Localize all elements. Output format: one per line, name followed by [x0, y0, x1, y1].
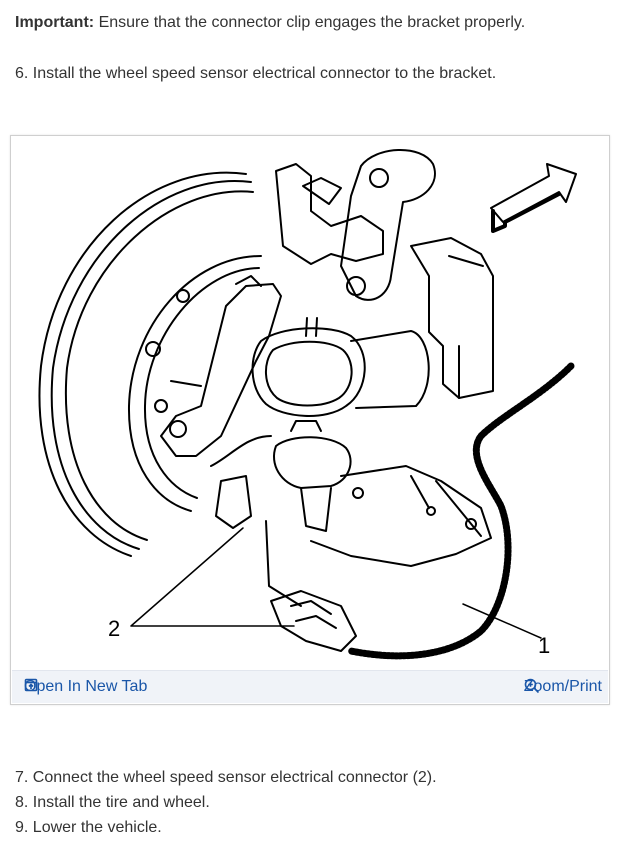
open-in-new-tab-link[interactable]: Open In New Tab — [24, 678, 147, 696]
brake-rotor — [38, 171, 247, 557]
zoom-icon — [524, 678, 539, 694]
zoom-print-link[interactable]: Zoom/Print — [524, 678, 602, 696]
callout-1-leader — [462, 603, 542, 639]
open-new-tab-icon — [24, 678, 38, 692]
open-in-new-tab-label: Open In New Tab — [24, 678, 148, 695]
axle-joint — [251, 327, 366, 417]
sensor-bracket — [215, 475, 252, 529]
wheel-hub — [127, 255, 262, 512]
lower-control-arm — [310, 465, 492, 567]
caliper-bracket — [275, 163, 384, 265]
important-text: Ensure that the connector clip engages t… — [98, 14, 526, 31]
ball-joint — [273, 436, 352, 489]
diagram-figure: 2 1 Open In New Tab Zoom/Print — [10, 135, 610, 705]
callout-1: 1 — [538, 633, 551, 658]
steering-knuckle — [160, 283, 282, 457]
wheel-speed-sensor-illustration — [38, 149, 577, 660]
electrical-connector — [270, 590, 357, 652]
upper-link — [340, 149, 436, 301]
caliper — [410, 237, 494, 399]
step-8: 8. Install the tire and wheel. — [15, 794, 210, 811]
direction-arrow — [490, 163, 577, 223]
step-6: 6. Install the wheel speed sensor electr… — [15, 65, 497, 82]
step-9: 9. Lower the vehicle. — [15, 819, 162, 836]
figure-toolbar: Open In New Tab Zoom/Print — [12, 670, 608, 703]
zoom-print-label: Zoom/Print — [523, 678, 602, 695]
important-label: Important: — [15, 14, 95, 31]
step-7: 7. Connect the wheel speed sensor electr… — [15, 769, 437, 786]
callout-2: 2 — [108, 616, 121, 641]
important-note: Important: Ensure that the connector cli… — [15, 14, 525, 32]
callout-2-leader — [130, 527, 295, 627]
